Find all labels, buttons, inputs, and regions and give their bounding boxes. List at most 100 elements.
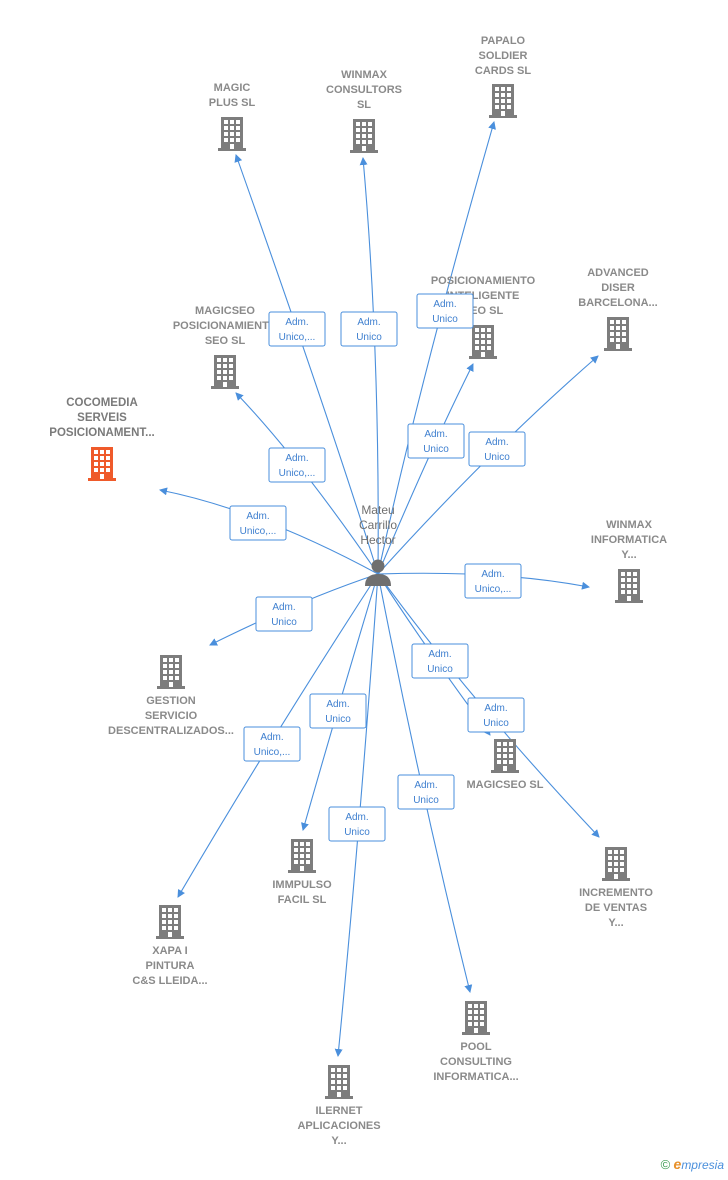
edge-label-box	[416, 293, 474, 329]
edge-label-text: Unico,...	[240, 526, 277, 537]
center-label-line: Mateu	[361, 503, 394, 517]
edge-label-text: Unico	[432, 314, 458, 325]
edge-label-text: Adm.	[357, 317, 380, 328]
edge-label-text: Unico	[413, 795, 439, 806]
building-icon	[157, 655, 185, 689]
node-label-line: SOLDIER	[479, 50, 528, 62]
node-label-line: SERVEIS	[77, 412, 127, 424]
edge-label-magicseo-posicionamiento[interactable]: Adm.Unico,...	[268, 447, 326, 483]
node-label-line: IMMPULSO	[272, 879, 332, 891]
node-label-line: SERVICIO	[145, 710, 198, 722]
edge-label-box	[397, 774, 455, 810]
node-label-line: Y...	[608, 917, 623, 929]
center-label-line: Hector	[360, 533, 395, 547]
node-label-line: DESCENTRALIZADOS...	[108, 725, 234, 737]
node-cocomedia[interactable]: COCOMEDIA SERVEIS POSICIONAMENT...	[49, 397, 155, 481]
edge-line-posicionamiento-inteligente	[377, 363, 474, 575]
edge-label-box	[309, 693, 367, 729]
edge-label-text: Adm.	[345, 812, 368, 823]
edge-label-text: Unico,...	[279, 332, 316, 343]
node-ilernet[interactable]: ILERNETAPLICACIONESY...	[297, 1065, 381, 1147]
edge-label-xapa-pintura[interactable]: Adm.Unico,...	[243, 726, 301, 762]
edge-label-text: Adm.	[285, 453, 308, 464]
node-label-line: ILERNET	[315, 1105, 362, 1117]
building-icon	[602, 847, 630, 881]
edge-label-magic-plus[interactable]: Adm. Unico,...	[268, 311, 326, 347]
node-label-line: ADVANCED	[587, 267, 649, 279]
edge-label-ilernet[interactable]: Adm.Unico	[328, 806, 386, 842]
edge-line-winmax-consultors	[359, 157, 379, 575]
building-icon	[211, 355, 239, 389]
node-label-line: INFORMATICA	[591, 534, 667, 546]
node-winmax-informatica[interactable]: WINMAXINFORMATICAY...	[591, 519, 667, 603]
building-icon	[491, 739, 519, 773]
node-label-line: APLICACIONES	[297, 1120, 380, 1132]
edge-label-text: Unico	[271, 617, 297, 628]
empresia-watermark[interactable]: © empresia	[661, 1156, 724, 1172]
node-label-line: INFORMATICA...	[433, 1071, 518, 1083]
edge-label-box	[255, 596, 313, 632]
edge-label-gestion-servicio[interactable]: Adm.Unico	[255, 596, 313, 632]
edge-line-magic-plus	[234, 154, 379, 575]
node-label-line: INCREMENTO	[579, 887, 653, 899]
edge-label-pool-consulting[interactable]: Adm.Unico	[397, 774, 455, 810]
edge-label-text: Adm.	[481, 569, 504, 580]
edge-label-text: Unico,...	[475, 584, 512, 595]
person-icon	[365, 559, 391, 586]
node-label-line: GESTION	[146, 695, 196, 707]
edge-label-text: Adm.	[484, 703, 507, 714]
node-advanced-diser[interactable]: ADVANCEDDISERBARCELONA...	[578, 267, 658, 351]
node-label-line: FACIL SL	[278, 894, 327, 906]
node-label-line: PAPALO	[481, 35, 526, 47]
node-immpulso-facil[interactable]: IMMPULSO FACIL SL	[272, 839, 332, 906]
edge-label-text: Unico,...	[254, 747, 291, 758]
building-icon	[604, 317, 632, 351]
node-label-line: COCOMEDIA	[66, 397, 138, 409]
edge-label-text: Adm.	[326, 699, 349, 710]
node-label-line: CONSULTORS	[326, 84, 402, 96]
node-label-line: WINMAX	[606, 519, 652, 531]
edge-label-advanced-diser[interactable]: Adm.Unico	[468, 431, 526, 467]
edge-label-box	[243, 726, 301, 762]
edge-label-text: Adm.	[285, 317, 308, 328]
edge-label-incremento-ventas[interactable]: Adm.Unico	[467, 697, 525, 733]
node-label-line: CARDS SL	[475, 65, 532, 77]
building-icon	[288, 839, 316, 873]
edge-label-papalo[interactable]: Adm. Unico	[416, 293, 474, 329]
edge-label-box	[407, 423, 465, 459]
edge-line-magicseo-posicionamiento	[235, 392, 379, 575]
edge-label-text: Adm.	[428, 649, 451, 660]
edge-label-winmax-informatica[interactable]: Adm. Unico,...	[464, 563, 522, 599]
node-label-line: MAGICSEO SL	[466, 779, 543, 791]
node-label-line: DISER	[601, 282, 635, 294]
edge-label-text: Unico	[427, 664, 453, 675]
edge-label-box	[268, 311, 326, 347]
edge-label-text: Adm.	[424, 429, 447, 440]
edge-label-text: Unico	[325, 714, 351, 725]
node-label-line: WINMAX	[341, 69, 387, 81]
edge-label-cocomedia[interactable]: Adm.Unico,...	[229, 505, 287, 541]
edge-label-box	[411, 643, 469, 679]
building-icon	[615, 569, 643, 603]
edge-label-immpulso-facil[interactable]: Adm. Unico	[309, 693, 367, 729]
node-pool-consulting[interactable]: POOL CONSULTING INFORMATICA...	[433, 1001, 519, 1083]
copyright-symbol: ©	[660, 1157, 671, 1172]
node-label-line: POSICIONAMENT...	[49, 427, 154, 439]
node-magicseo-sl[interactable]: MAGICSEO SL	[466, 739, 544, 791]
edge-label-winmax-consultors[interactable]: Adm.Unico	[340, 311, 398, 347]
node-label-line: CONSULTING	[440, 1056, 512, 1068]
node-label-line: POOL	[460, 1041, 491, 1053]
node-papalo[interactable]: PAPALO SOLDIER CARDS SL	[475, 35, 532, 118]
edge-label-magicseo-sl[interactable]: Adm. Unico	[411, 643, 469, 679]
building-icon	[489, 84, 517, 118]
building-icon	[88, 447, 116, 481]
edge-label-posicionamiento-inteligente[interactable]: Adm.Unico	[407, 423, 465, 459]
node-gestion-servicio[interactable]: GESTION SERVICIO DESCENTRALIZADOS...	[108, 655, 234, 737]
edge-label-text: Adm.	[433, 299, 456, 310]
